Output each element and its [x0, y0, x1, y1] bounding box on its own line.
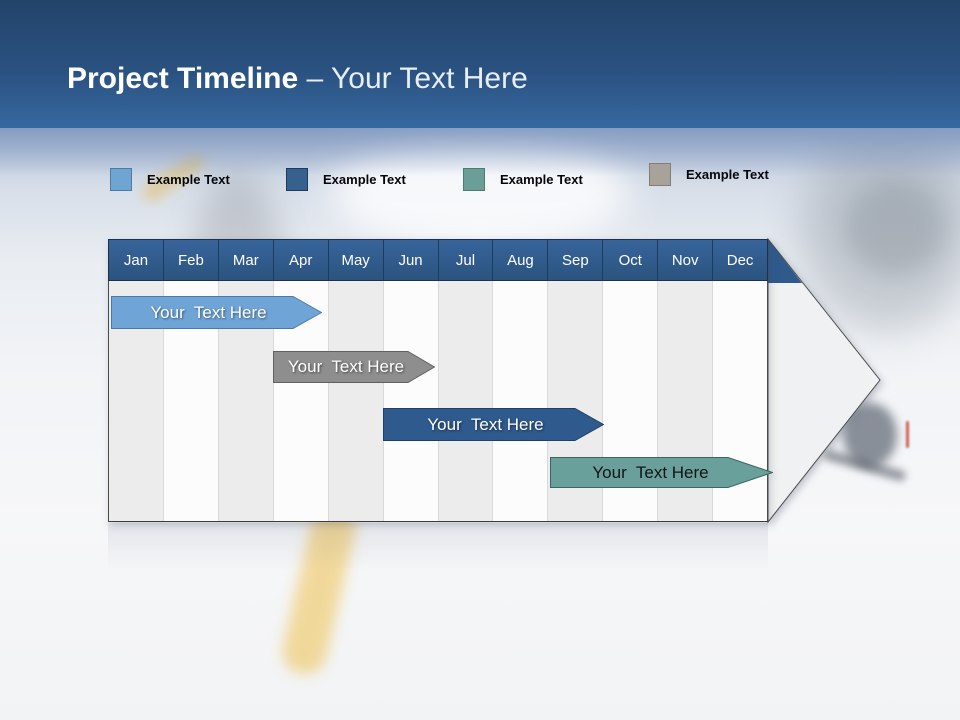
month-cell: Feb [164, 240, 219, 280]
timeline-table[interactable]: Jan Feb Mar Apr May Jun Jul Aug Sep Oct … [108, 239, 773, 522]
legend-swatch-lightblue [110, 168, 132, 191]
month-cell: May [329, 240, 384, 280]
month-cell: Jul [439, 240, 494, 280]
legend-item-3[interactable]: Example Text [463, 168, 583, 191]
grid-column [383, 281, 439, 521]
big-arrow-shape[interactable] [765, 232, 885, 528]
slide-title[interactable]: Project Timeline – Your Text Here [67, 60, 528, 98]
month-cell: Nov [658, 240, 714, 280]
task-bar-label: Your Text Here [287, 357, 405, 376]
month-cell: Jun [384, 240, 439, 280]
task-bar-2[interactable]: Your Text Here [273, 351, 435, 383]
month-cell: Oct [603, 240, 659, 280]
task-bar-label: Your Text Here [150, 302, 267, 322]
legend-label: Example Text [323, 172, 406, 187]
header-band [0, 0, 960, 128]
ski-pole-decor [906, 421, 909, 448]
legend-item-2[interactable]: Example Text [286, 168, 406, 191]
legend-swatch-gray [649, 163, 671, 186]
task-bar-arrow-shape [550, 457, 773, 488]
rocks-decor [845, 180, 945, 275]
month-cell: Mar [219, 240, 274, 280]
legend-label: Example Text [686, 167, 769, 182]
legend-swatch-teal [463, 168, 485, 191]
month-cell: Apr [274, 240, 329, 280]
grid-column [328, 281, 384, 521]
legend-label: Example Text [147, 172, 230, 187]
legend-swatch-darkblue [286, 168, 308, 191]
month-cell: Jan [109, 240, 164, 280]
legend-label: Example Text [500, 172, 583, 187]
task-bar-1[interactable]: Your Text Here [111, 296, 322, 329]
month-cell: Sep [548, 240, 604, 280]
task-bar-3[interactable]: Your Text Here [383, 408, 604, 441]
month-cell: Dec [726, 251, 754, 269]
big-arrow-outline [767, 237, 881, 524]
title-bold-text: Project Timeline [67, 62, 307, 95]
month-cell: Aug [493, 240, 549, 280]
legend-item-4[interactable]: Example Text [649, 163, 769, 186]
grid-column [438, 281, 494, 521]
big-arrow-fill [768, 239, 880, 522]
title-light-text: – Your Text Here [306, 62, 528, 95]
grid-column [493, 281, 549, 521]
task-bar-arrow-shape [273, 351, 435, 383]
task-bar-arrow-shape [111, 296, 322, 329]
task-bar-label: Your Text Here [427, 414, 544, 434]
table-reflection [108, 523, 768, 571]
task-bar-4[interactable]: Your Text Here [550, 457, 773, 488]
legend-item-1[interactable]: Example Text [110, 168, 230, 191]
month-header-row: Jan Feb Mar Apr May Jun Jul Aug Sep Oct … [108, 239, 768, 281]
task-bar-arrow-shape [383, 408, 604, 441]
task-bar-label: Your Text Here [592, 462, 709, 482]
